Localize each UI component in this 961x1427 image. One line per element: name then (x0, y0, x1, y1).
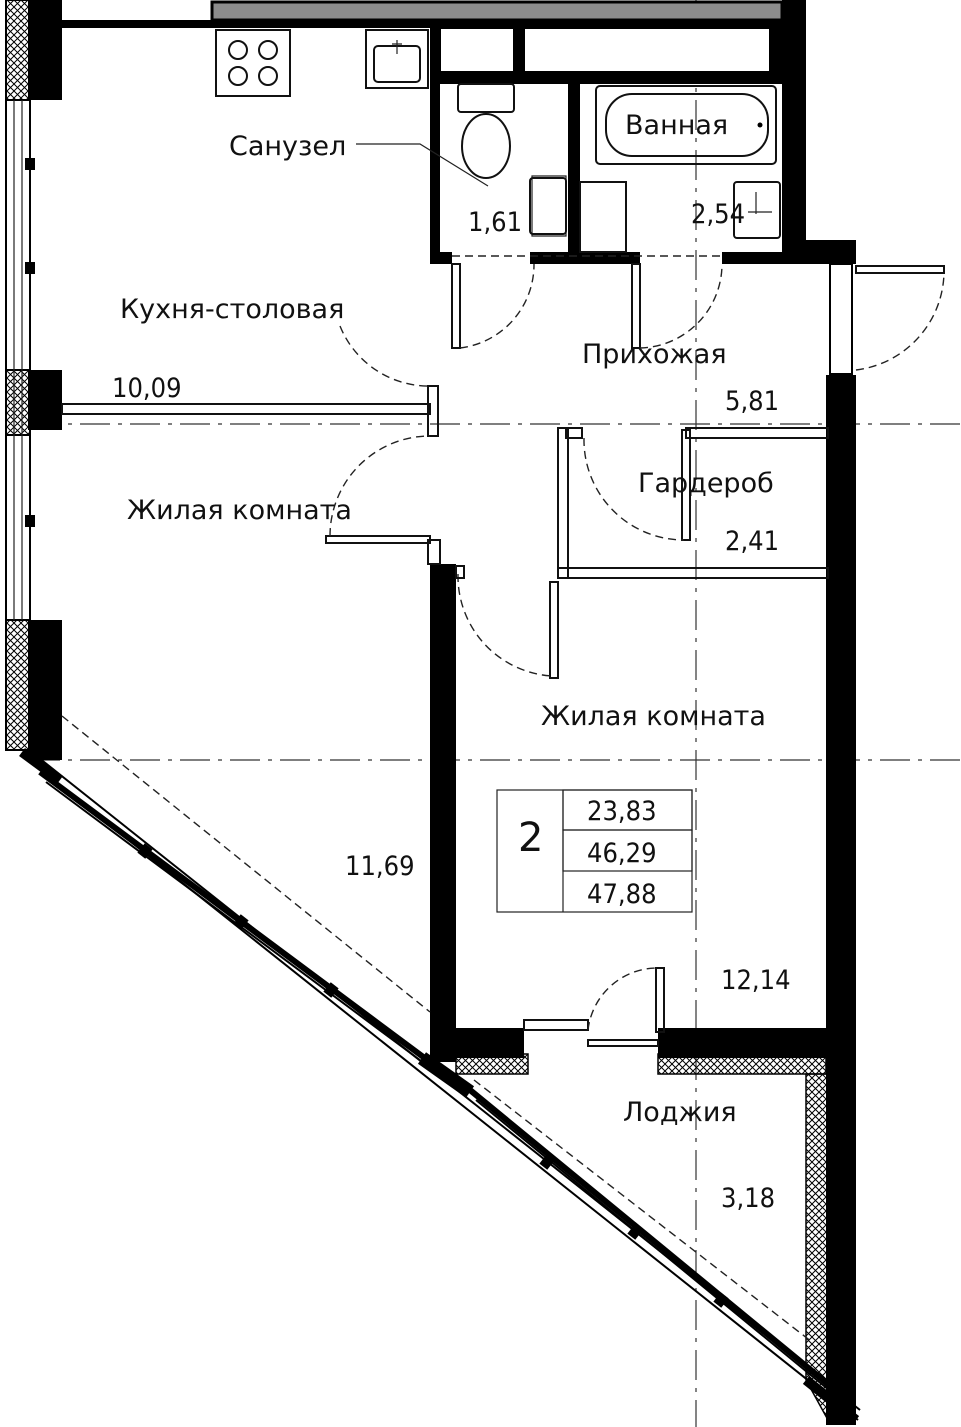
area-summary-box: 2 23,83 46,29 47,88 (496, 789, 693, 913)
kitchen-stove (215, 29, 291, 97)
top-walls (62, 0, 856, 1425)
axis-lines (30, 0, 960, 1427)
label-sanuzel: Санузел (229, 131, 346, 162)
area-living1: 11,69 (345, 851, 415, 882)
diagonal-facade (19, 715, 861, 1424)
bathroom-walls (430, 28, 806, 264)
area-vannaya: 2,54 (691, 199, 745, 230)
area-wardrobe: 2,41 (725, 526, 779, 557)
living-divider-wall (430, 564, 456, 1062)
living2-door (455, 565, 559, 679)
area-hall: 5,81 (725, 386, 779, 417)
wardrobe-walls (557, 427, 829, 579)
top-ledge (210, 0, 784, 22)
loggia-right-wall (805, 1073, 829, 1421)
entry-door (855, 265, 945, 371)
loggia-wall (455, 967, 828, 1075)
kitchen-partition (61, 325, 439, 437)
rooms-count: 2 (518, 815, 543, 861)
living1-door (325, 435, 431, 544)
label-wardrobe: Гардероб (638, 468, 774, 499)
exterior-wall-left (5, 0, 62, 760)
area-sanuzel: 1,61 (468, 207, 522, 238)
area-kitchen: 10,09 (112, 373, 182, 404)
bathroom-doors (451, 263, 723, 349)
label-living2: Жилая комната (541, 701, 766, 732)
living-area: 23,83 (587, 796, 657, 827)
label-vannaya: Ванная (625, 110, 728, 141)
toilet (457, 83, 567, 237)
total-area-with-loggia: 47,88 (587, 879, 657, 910)
label-hall: Прихожая (582, 339, 727, 370)
area-loggia: 3,18 (721, 1183, 775, 1214)
kitchen-sink (365, 29, 429, 89)
label-loggia: Лоджия (623, 1097, 737, 1128)
area-living2: 12,14 (721, 965, 791, 996)
total-area: 46,29 (587, 838, 657, 869)
label-living1: Жилая комната (127, 495, 352, 526)
label-kitchen: Кухня-столовая (120, 294, 344, 325)
bathtub (579, 85, 781, 253)
